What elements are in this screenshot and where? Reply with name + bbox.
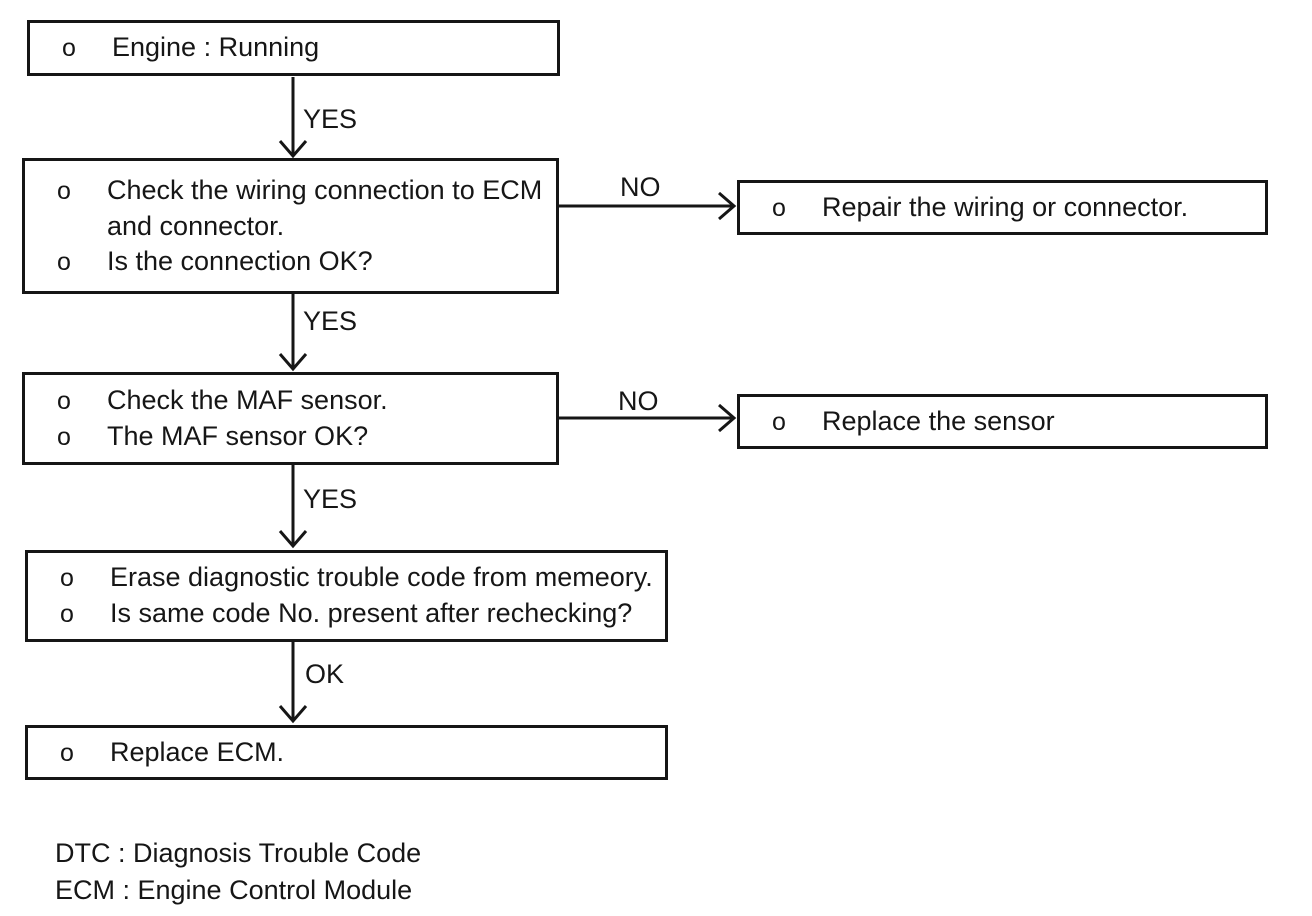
node-repair-wiring: o Repair the wiring or connector.: [737, 180, 1268, 235]
node-line: o Check the wiring connection to ECM: [57, 173, 548, 209]
node-erase-dtc: o Erase diagnostic trouble code from mem…: [25, 550, 668, 642]
node-line-text: Repair the wiring or connector.: [822, 191, 1189, 222]
node-line-text: Engine : Running: [112, 32, 320, 62]
node-replace-sensor: o Replace the sensor: [737, 394, 1268, 449]
node-line-text: Check the wiring connection to ECM: [107, 174, 543, 205]
node-line: o Check the MAF sensor.: [57, 383, 548, 419]
node-line: o Replace the sensor: [772, 404, 1257, 440]
node-check-maf-sensor: o Check the MAF sensor. o The MAF sensor…: [22, 372, 559, 465]
bullet-marker: o: [57, 176, 71, 205]
node-line-text: Replace the sensor: [822, 405, 1055, 436]
node-replace-ecm: o Replace ECM.: [25, 725, 668, 780]
legend-line-dtc: DTC : Diagnosis Trouble Code: [55, 838, 422, 868]
bullet-marker: o: [57, 422, 71, 451]
node-line-text: Is the connection OK?: [107, 245, 373, 276]
bullet-marker: o: [772, 407, 786, 436]
edge-label-yes-3: YES: [303, 484, 358, 514]
edge-label-yes-1: YES: [303, 104, 358, 134]
node-line-text: The MAF sensor OK?: [107, 420, 369, 451]
bullet-marker: o: [772, 193, 786, 222]
edge-label-ok: OK: [305, 659, 345, 689]
bullet-marker: o: [57, 247, 71, 276]
edge-label-no-2: NO: [618, 386, 659, 416]
node-engine-running: o Engine : Running: [27, 20, 560, 76]
edge-label-yes-2: YES: [303, 306, 358, 336]
node-line: and connector.: [57, 209, 548, 244]
node-line-text: Check the MAF sensor.: [107, 384, 388, 415]
node-line-text: Replace ECM.: [110, 736, 285, 767]
node-line-text: and connector.: [107, 210, 285, 241]
abbreviation-legend: DTC : Diagnosis Trouble Code ECM : Engin…: [55, 835, 421, 909]
arrow-erase-dtc-to-replace-ecm: [278, 642, 308, 724]
node-line: o The MAF sensor OK?: [57, 419, 548, 455]
node-line: o Replace ECM.: [60, 735, 657, 771]
node-line: o Is the connection OK?: [57, 244, 548, 280]
legend-line-ecm: ECM : Engine Control Module: [55, 875, 413, 905]
node-line: o Is same code No. present after recheck…: [60, 596, 657, 632]
node-line: o Repair the wiring or connector.: [772, 190, 1257, 226]
bullet-marker: o: [60, 564, 74, 592]
node-line: o Erase diagnostic trouble code from mem…: [60, 560, 657, 596]
bullet-marker: o: [62, 34, 76, 62]
bullet-marker: o: [60, 738, 74, 767]
node-check-wiring-connection: o Check the wiring connection to ECM and…: [22, 158, 559, 294]
node-line: o Engine : Running: [62, 30, 549, 66]
edge-label-no-1: NO: [620, 172, 661, 202]
bullet-marker: o: [57, 386, 71, 415]
node-line-text: Erase diagnostic trouble code from memeo…: [110, 562, 653, 592]
node-line-text: Is same code No. present after recheckin…: [110, 598, 633, 628]
bullet-marker: o: [60, 600, 74, 628]
